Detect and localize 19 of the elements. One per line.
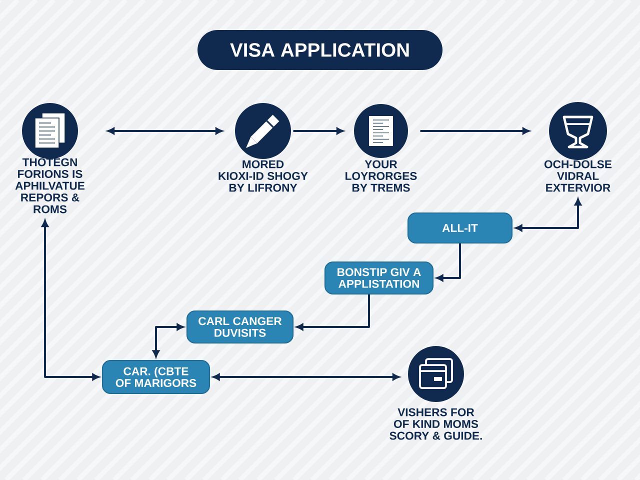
arrow: [108, 128, 222, 134]
title-banner: VISA APPLICATION: [198, 30, 442, 70]
arrow: [293, 128, 344, 134]
arrow: [212, 374, 400, 380]
arrow: [152, 324, 184, 358]
step-label: YOUR LOYRORGES BY TREMS: [346, 160, 417, 192]
process-box: CAR. (CBTE OF MARIGORS: [102, 360, 210, 394]
step-label: THOTEGN FORIONS IS APHILVATUE REPORS & ROMS: [15, 158, 84, 214]
arrow: [42, 220, 100, 380]
arrow: [296, 294, 370, 330]
process-box: BONSTIP GIV A APPLISTATION: [324, 261, 434, 295]
arrow: [436, 244, 461, 282]
process-box: CARL CANGER DUVISITS: [186, 310, 294, 344]
arrow: [420, 128, 530, 134]
step-label: VISHERS FOR OF KIND MOMS SCORY & GUIDE.: [390, 408, 482, 440]
arrow: [515, 198, 582, 232]
step-label: MORED KIOXI-ID SHOGY BY LIFRONY: [218, 160, 308, 192]
step-label: OCH-DOLSE VIDRAL EXTERVIOR: [544, 160, 612, 192]
process-box: ALL-IT: [407, 212, 513, 244]
